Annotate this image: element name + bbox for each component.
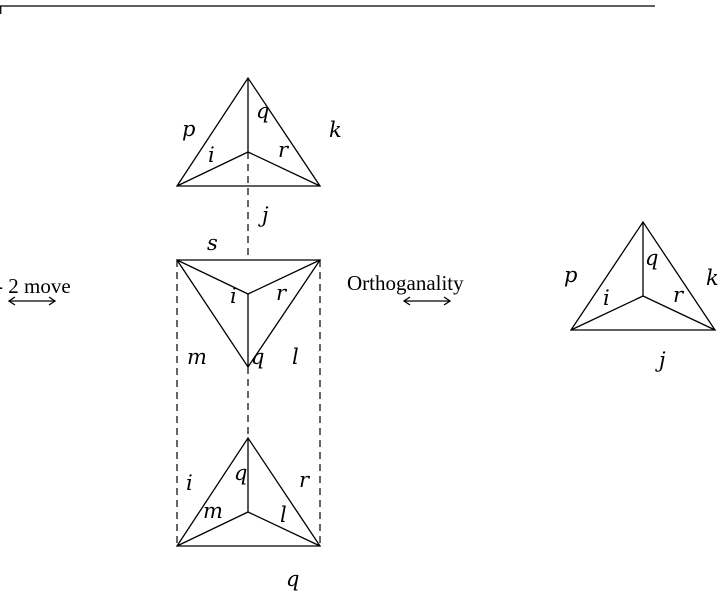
middle-label-r: r <box>276 281 288 305</box>
right-triangle-left-edge <box>570 295 644 331</box>
top-label-i: i <box>208 143 215 167</box>
top-label-r: r <box>278 138 290 162</box>
top-border <box>0 5 655 14</box>
middle-label-l: l <box>292 345 299 369</box>
top-triangle-right-edge <box>247 151 321 187</box>
middle-label-s: s <box>207 231 218 255</box>
left-move-arrow-head-right <box>48 296 57 306</box>
right-label-p: p <box>564 263 577 287</box>
right-move: Orthoganality <box>347 271 464 306</box>
middle-triangle: s i r m q l <box>175 231 322 369</box>
middle-triangle-left-edge <box>176 259 249 295</box>
bottom-label-q-below: q <box>286 567 299 591</box>
bottom-triangle-left-edge <box>176 511 249 547</box>
top-label-p: p <box>182 117 195 141</box>
right-label-q: q <box>645 246 658 270</box>
right-label-j: j <box>655 348 666 372</box>
middle-triangle-outline <box>175 259 322 369</box>
bottom-label-i: i <box>186 471 193 495</box>
right-triangle: p q k i r j <box>564 220 719 372</box>
left-move-arrow-head-left <box>7 296 16 306</box>
top-triangle-left-edge <box>176 151 249 187</box>
middle-label-m: m <box>187 345 207 369</box>
bottom-triangle: i q r m l q <box>175 436 322 591</box>
left-move-label: - 2 move <box>0 274 71 298</box>
right-move-arrow-head-right <box>443 296 452 306</box>
bottom-triangle-right-edge <box>247 511 321 547</box>
right-triangle-right-edge <box>642 295 716 331</box>
top-label-k: k <box>329 118 342 142</box>
bottom-label-l: l <box>280 503 287 527</box>
middle-label-q: q <box>251 345 264 369</box>
top-triangle-outline <box>175 76 322 187</box>
right-move-label: Orthoganality <box>347 271 464 295</box>
bottom-label-q: q <box>234 461 247 485</box>
top-label-q: q <box>256 99 269 123</box>
right-move-arrow-head-left <box>402 296 411 306</box>
right-label-i: i <box>603 286 610 310</box>
bottom-label-m: m <box>203 499 223 523</box>
left-move: - 2 move <box>0 274 71 306</box>
middle-label-i: i <box>230 284 237 308</box>
top-label-j: j <box>258 203 269 227</box>
top-triangle: p q k i r j <box>175 76 342 227</box>
right-label-r: r <box>673 283 685 307</box>
right-triangle-outline <box>569 220 717 331</box>
right-label-k: k <box>706 266 719 290</box>
bottom-label-r: r <box>299 468 311 492</box>
bottom-triangle-outline <box>175 436 322 547</box>
middle-triangle-right-edge <box>247 259 321 295</box>
